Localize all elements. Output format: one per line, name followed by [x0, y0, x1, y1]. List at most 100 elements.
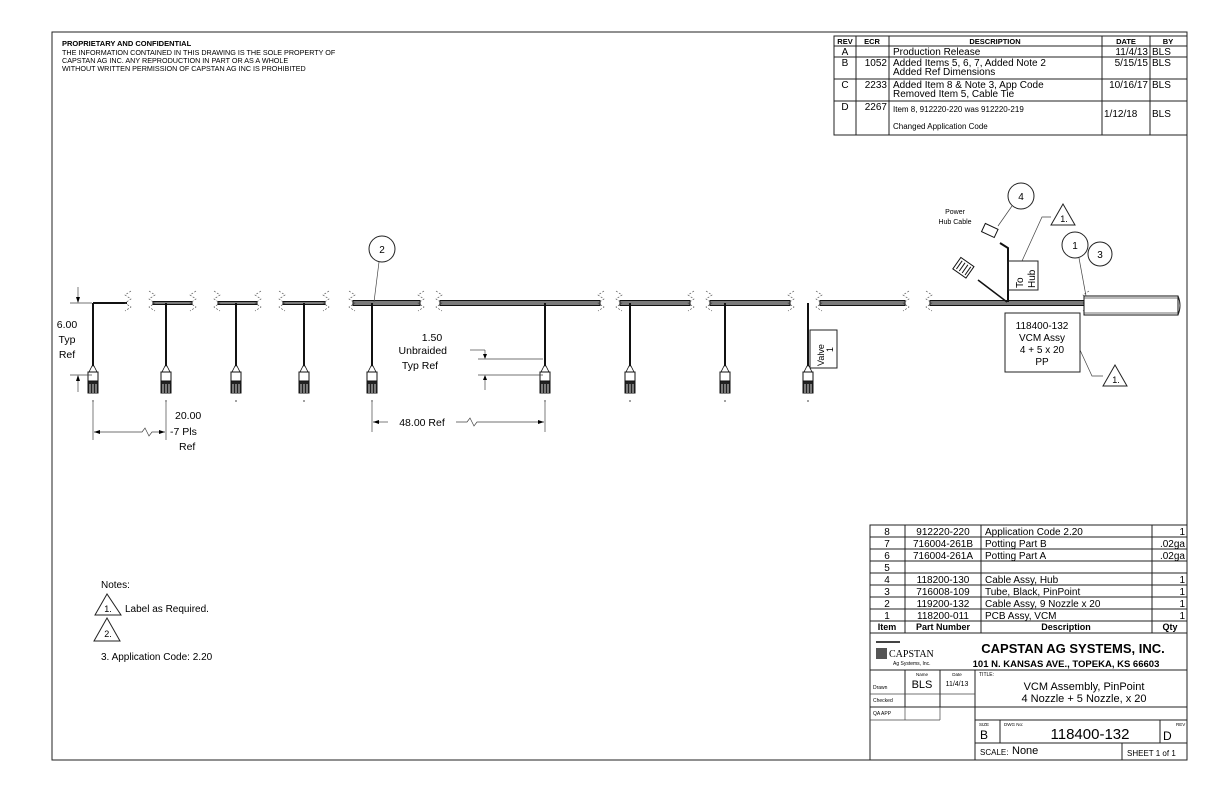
title-block: CAPSTAN Ag Systems, Inc. CAPSTAN AG SYST…	[869, 632, 1188, 761]
svg-text:6.00: 6.00	[57, 319, 78, 331]
svg-text:1: 1	[1072, 241, 1078, 252]
svg-text:1: 1	[825, 347, 835, 352]
svg-text:4 + 5 x 20: 4 + 5 x 20	[1020, 345, 1065, 356]
nozzle-drop	[298, 303, 310, 402]
cable-segment	[213, 290, 262, 312]
svg-text:1/12/18: 1/12/18	[1104, 109, 1138, 120]
svg-text:Part Number: Part Number	[916, 622, 971, 632]
svg-text:Tube, Black, PinPoint: Tube, Black, PinPoint	[985, 587, 1080, 598]
svg-text:1: 1	[884, 611, 890, 622]
svg-text:SHEET 1 of 1: SHEET 1 of 1	[1127, 749, 1176, 758]
svg-text:BLS: BLS	[1152, 80, 1171, 91]
svg-text:Potting Part B: Potting Part B	[985, 539, 1047, 550]
svg-text:1: 1	[1179, 599, 1185, 610]
svg-text:1052: 1052	[865, 58, 888, 69]
balloon-4: 4	[997, 182, 1035, 227]
svg-text:SIZE: SIZE	[979, 722, 989, 727]
svg-text:Cable Assy, Hub: Cable Assy, Hub	[985, 575, 1059, 586]
balloon-1: 1	[1061, 231, 1089, 297]
harness-drawing	[87, 222, 1181, 402]
svg-text:10/16/17: 10/16/17	[1109, 80, 1148, 91]
svg-text:912220-220: 912220-220	[916, 527, 970, 538]
svg-text:1: 1	[1179, 587, 1185, 598]
svg-text:Notes:: Notes:	[101, 580, 130, 591]
svg-text:DATE: DATE	[1116, 37, 1136, 46]
svg-text:BLS: BLS	[1152, 58, 1171, 69]
svg-text:Added Item 8 & Note 3, App Cod: Added Item 8 & Note 3, App Code	[893, 80, 1044, 91]
confidentiality-notice: PROPRIETARY AND CONFIDENTIAL THE INFORMA…	[62, 39, 336, 73]
svg-text:Item: Item	[878, 622, 897, 632]
svg-text:Checked: Checked	[873, 698, 893, 704]
svg-text:B: B	[980, 728, 988, 742]
svg-text:PCB Assy, VCM: PCB Assy, VCM	[985, 611, 1057, 622]
svg-text:ECR: ECR	[864, 37, 880, 46]
svg-text:.02ga: .02ga	[1160, 539, 1185, 550]
svg-text:Hub Cable: Hub Cable	[938, 219, 971, 226]
svg-text:3: 3	[1097, 250, 1103, 261]
svg-text:11/4/13: 11/4/13	[946, 681, 969, 688]
svg-text:2: 2	[884, 599, 890, 610]
svg-text:3. Application Code: 2.20: 3. Application Code: 2.20	[101, 652, 213, 663]
dimension-drop-length: 6.00 Typ Ref	[57, 287, 92, 392]
svg-text:5/15/15: 5/15/15	[1115, 58, 1149, 69]
svg-text:BLS: BLS	[1152, 47, 1171, 58]
svg-text:REV: REV	[837, 37, 852, 46]
connector-icon	[87, 371, 99, 394]
cable-segment	[615, 290, 695, 312]
svg-text:2.: 2.	[104, 629, 112, 639]
svg-text:Ref: Ref	[59, 349, 75, 361]
svg-text:Added Items 5, 6, 7, Added Not: Added Items 5, 6, 7, Added Note 2	[893, 58, 1046, 69]
cable-segment	[435, 290, 605, 312]
connector-icon	[802, 371, 814, 394]
svg-text:5: 5	[884, 563, 890, 574]
valve-label: Valve 1	[809, 329, 838, 369]
nozzle-drop	[802, 303, 814, 402]
svg-text:7: 7	[884, 539, 890, 550]
connector-icon	[539, 371, 551, 394]
to-hub-label: To Hub	[1007, 260, 1039, 291]
svg-text:1.: 1.	[1060, 214, 1068, 224]
notes: Notes: 1. Label as Required. 2. 3. Appli…	[93, 580, 213, 663]
nozzle-drop	[87, 303, 99, 402]
svg-text:BLS: BLS	[1152, 109, 1171, 120]
svg-text:QA APP: QA APP	[873, 711, 892, 717]
svg-text:DESCRIPTION: DESCRIPTION	[969, 37, 1020, 46]
connector-icon	[298, 371, 310, 394]
cable-segment	[705, 290, 795, 312]
dimension-unbraided: 1.50 Unbraided Typ Ref	[399, 332, 543, 390]
connector-icon	[366, 371, 378, 394]
svg-text:Ag Systems, Inc.: Ag Systems, Inc.	[893, 661, 931, 667]
svg-text:CAPSTAN: CAPSTAN	[889, 649, 934, 660]
svg-text:1.50: 1.50	[422, 332, 443, 344]
svg-text:4 Nozzle + 5 Nozzle, x 20: 4 Nozzle + 5 Nozzle, x 20	[1021, 693, 1146, 705]
hub-cable	[952, 222, 1009, 303]
svg-text:1: 1	[1179, 575, 1185, 586]
sheet-border	[51, 31, 1188, 761]
svg-text:Production Release: Production Release	[893, 47, 981, 58]
svg-text:A: A	[842, 47, 849, 58]
connector-icon	[719, 371, 731, 394]
nozzle-drop	[719, 303, 731, 402]
svg-text:716004-261A: 716004-261A	[913, 551, 973, 562]
dimension-long-spacing: 48.00 Ref	[371, 400, 546, 432]
svg-text:Drawn: Drawn	[873, 685, 888, 691]
svg-text:11/4/13: 11/4/13	[1115, 47, 1148, 58]
svg-text:2: 2	[379, 245, 385, 256]
svg-text:.02ga: .02ga	[1160, 551, 1185, 562]
svg-text:WITHOUT WRITTEN PERMISSION OF: WITHOUT WRITTEN PERMISSION OF CAPSTAN AG…	[62, 64, 306, 73]
svg-text:Name: Name	[916, 672, 929, 677]
svg-text:1.: 1.	[104, 604, 112, 614]
svg-text:REV: REV	[1176, 722, 1185, 727]
power-hub-cable-label: Power Hub Cable	[938, 209, 971, 226]
svg-text:4: 4	[884, 575, 890, 586]
dimension-drop-spacing: 20.00 -7 Pls Ref	[92, 400, 201, 453]
svg-text:Power: Power	[945, 209, 966, 216]
